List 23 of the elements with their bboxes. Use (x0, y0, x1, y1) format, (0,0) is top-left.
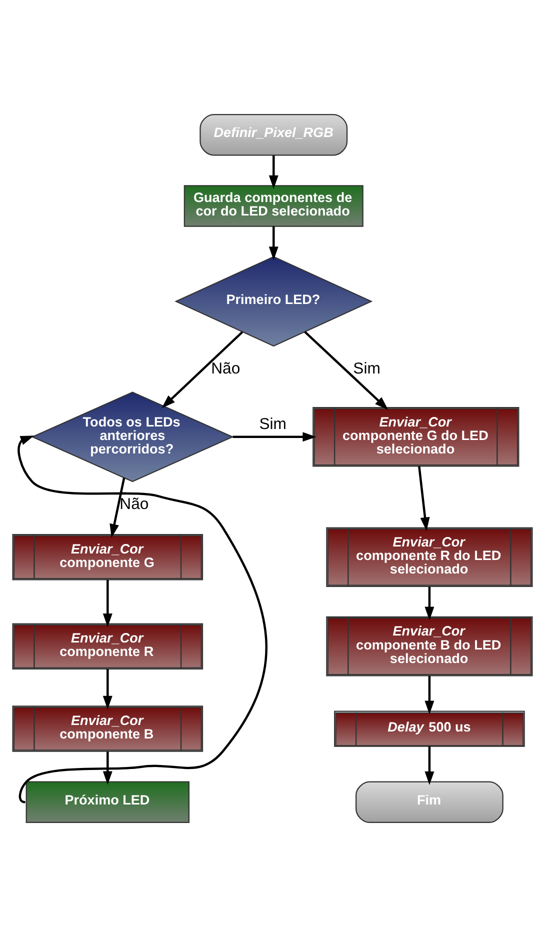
arrow (232, 432, 316, 442)
arrow (110, 477, 126, 538)
edge-label: Sim (353, 360, 380, 377)
arrow (102, 579, 112, 627)
node-box: Próximo LED (26, 780, 190, 823)
node-diamond: Todos os LEDs anteriores percorridos? (31, 391, 234, 482)
arrow (162, 330, 244, 408)
arrow (304, 330, 388, 410)
node-box: Fim (356, 780, 504, 823)
edge-label: Não (120, 495, 149, 512)
node-diamond: Primeiro LED? (174, 256, 373, 346)
edge-label: Sim (259, 416, 286, 433)
node-box: Guarda componentes de cor do LED selecionado (184, 184, 364, 226)
arrow (424, 746, 434, 784)
arrow (102, 751, 112, 784)
node-box: Definir_Pixel_RGB (200, 113, 348, 156)
arrow (418, 466, 430, 530)
arrow (102, 668, 112, 709)
arrow (268, 155, 278, 188)
edge-label: Não (211, 360, 240, 377)
arrow (424, 675, 434, 714)
arrow (424, 586, 434, 620)
arrow (268, 226, 278, 260)
